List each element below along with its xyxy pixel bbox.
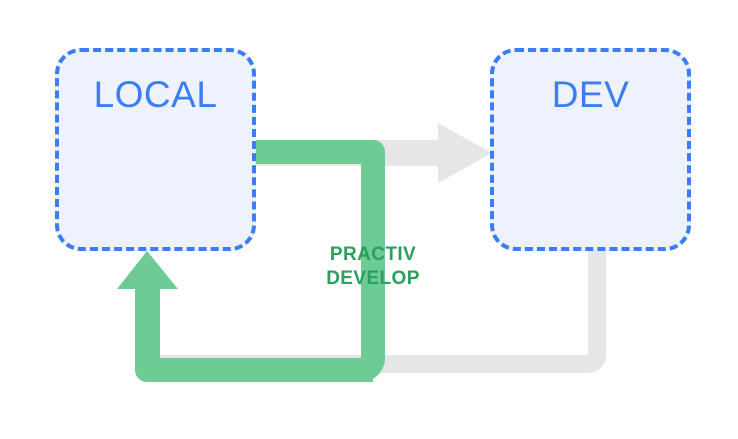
edge-label-practiv-develop: PRACTIV DEVELOP bbox=[273, 243, 473, 291]
node-local-label: LOCAL bbox=[93, 74, 218, 115]
edge-label-line-2: DEVELOP bbox=[326, 268, 420, 289]
node-local[interactable]: LOCAL bbox=[55, 48, 256, 251]
edge-label-line-1: PRACTIV bbox=[329, 244, 417, 265]
node-dev-label: DEV bbox=[551, 74, 630, 115]
node-dev[interactable]: DEV bbox=[490, 48, 691, 251]
edge-practiv-develop bbox=[117, 140, 385, 382]
